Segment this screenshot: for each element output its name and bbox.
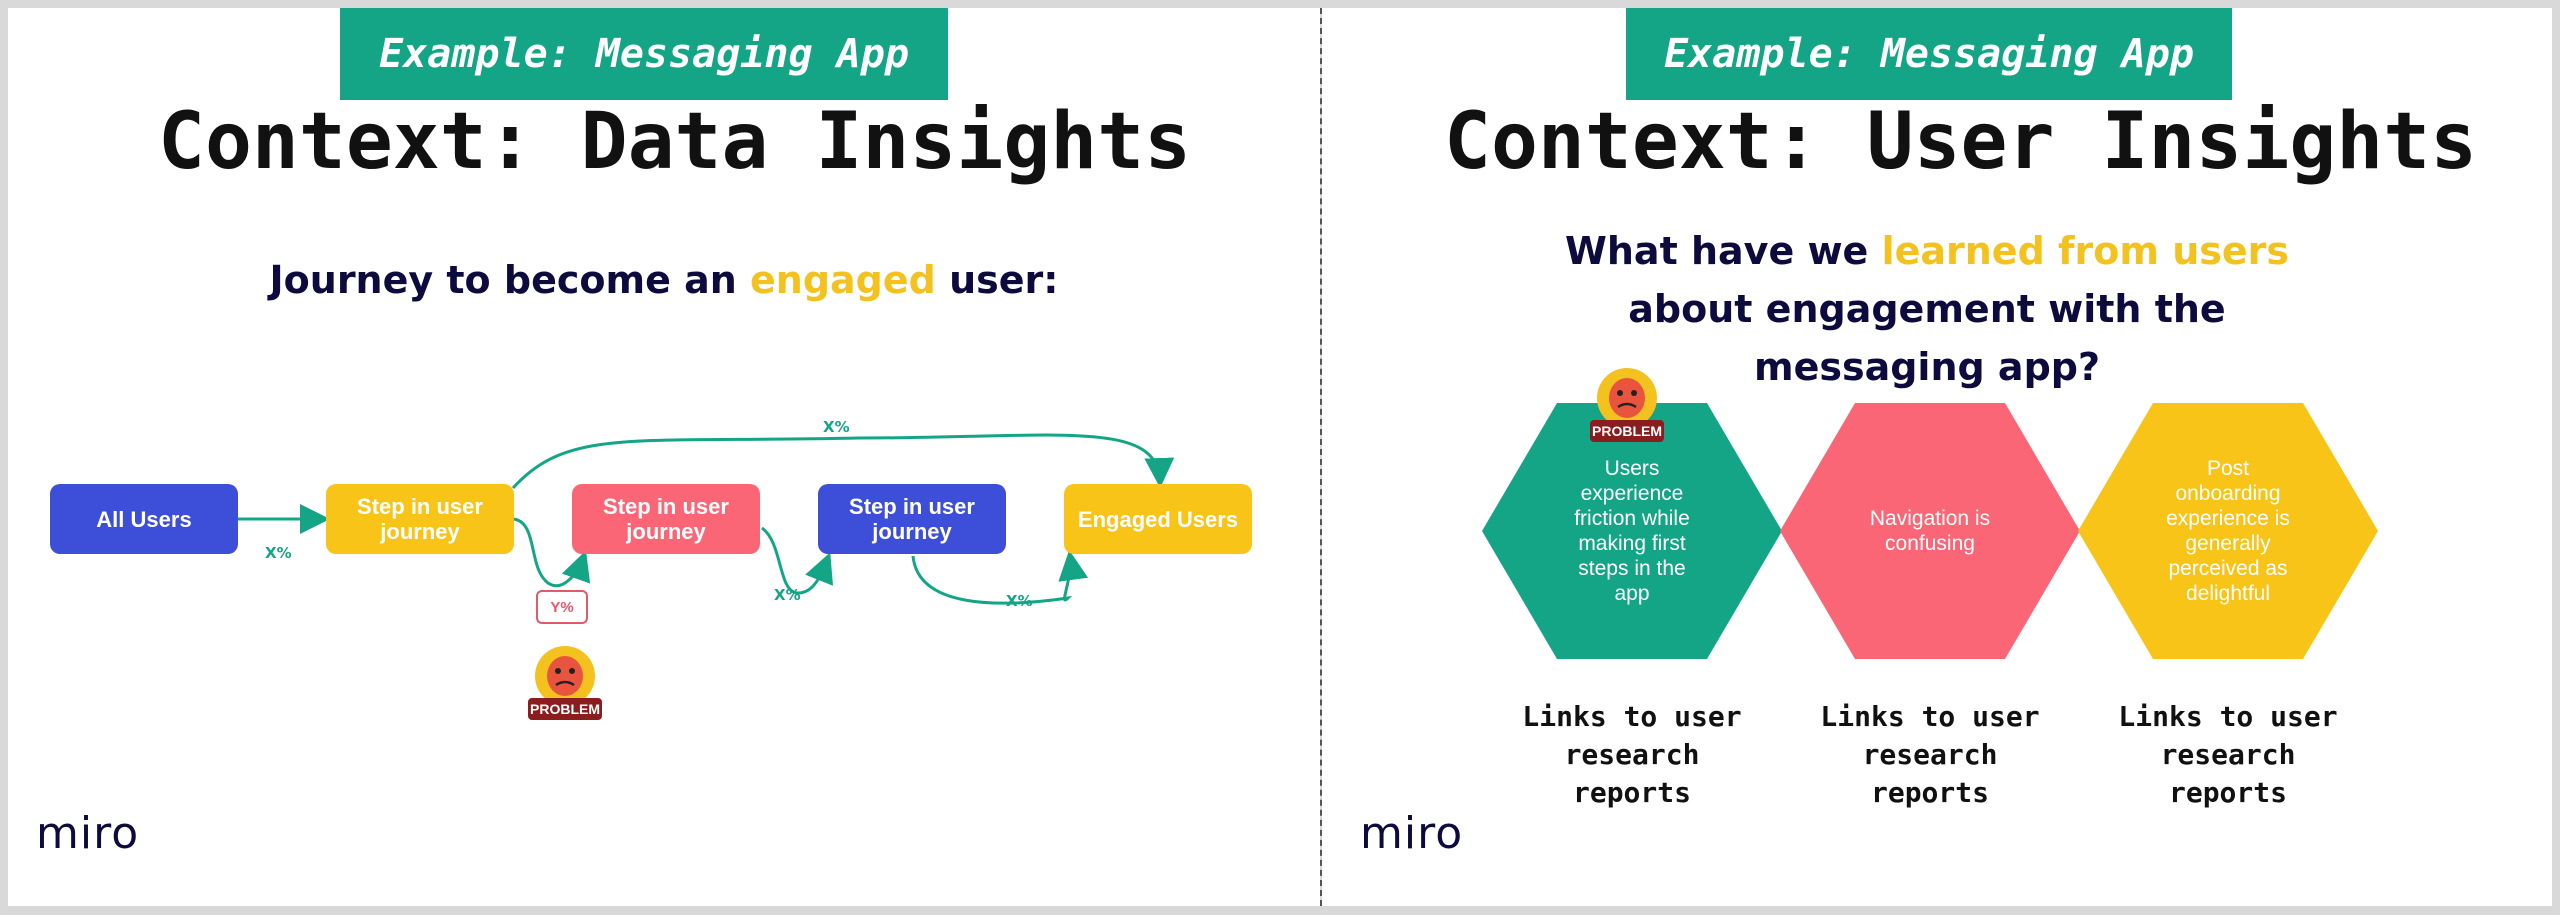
journey-flow-connectors — [238, 433, 1175, 605]
problem-sticker: PROBLEM — [520, 638, 610, 733]
question-text-end: about engagement with the messaging app? — [1628, 287, 2226, 389]
problem-icon — [1590, 368, 1664, 442]
problem-label: PROBLEM — [1592, 423, 1662, 439]
insight-hexagon-delightful[interactable]: Post onboarding experience is generally … — [2078, 403, 2378, 659]
connector-step2-to-step3 — [761, 526, 834, 595]
percent-label-last: X% — [1006, 592, 1033, 610]
problem-sticker: PROBLEM — [1582, 360, 1672, 455]
insight-text: Navigation is confusing — [1869, 507, 1991, 555]
insight-hexagon-navigation[interactable]: Navigation is confusing — [1780, 403, 2080, 659]
example-tag: Example: Messaging App — [1626, 8, 2232, 100]
node-step-1[interactable]: Step in user journey — [326, 484, 514, 554]
slide-divider — [1320, 8, 1322, 906]
miro-logo: miro — [36, 808, 140, 859]
research-reports-link[interactable]: Links to user research reports — [2118, 700, 2338, 809]
insight-text: Post onboarding experience is generally … — [2166, 457, 2290, 605]
problem-label: PROBLEM — [530, 701, 600, 717]
percent-label-top: X% — [823, 418, 850, 436]
node-step-2[interactable]: Step in user journey — [572, 484, 760, 554]
question-text: What have we — [1564, 229, 1882, 273]
subtitle-highlight: engaged — [750, 258, 936, 302]
insights-question: What have we learned from users about en… — [1537, 222, 2317, 396]
node-step-3[interactable]: Step in user journey — [818, 484, 1006, 554]
problem-icon — [528, 646, 602, 720]
insight-text: Users experience friction while making f… — [1574, 457, 1690, 605]
connector-step1-to-step2 — [513, 517, 591, 587]
research-reports-link[interactable]: Links to user research reports — [1522, 700, 1742, 809]
journey-subtitle: Journey to become an engaged user: — [8, 251, 1320, 309]
node-engaged-users[interactable]: Engaged Users — [1064, 484, 1252, 554]
slide-data-insights: Example: Messaging App Context: Data Ins… — [8, 8, 1320, 906]
miro-logo: miro — [1360, 808, 1464, 859]
slide-user-insights: Example: Messaging App Context: User Ins… — [1322, 8, 2552, 906]
research-reports-link[interactable]: Links to user research reports — [1820, 700, 2040, 809]
slide-title: Context: User Insights — [1444, 97, 2478, 187]
node-all-users[interactable]: All Users — [50, 484, 238, 554]
example-tag: Example: Messaging App — [340, 8, 948, 100]
percent-label-mid: X% — [774, 586, 801, 604]
subtitle-text-end: user: — [935, 258, 1059, 302]
percent-label-first: X% — [265, 544, 292, 562]
dropoff-badge: Y% — [536, 590, 588, 624]
subtitle-text: Journey to become an — [269, 258, 751, 302]
connector-step3-to-engaged — [911, 550, 1089, 605]
question-highlight: learned from users — [1881, 229, 2290, 273]
slide-title: Context: Data Insights — [158, 97, 1192, 187]
connector-step1-to-engaged — [511, 433, 1175, 490]
